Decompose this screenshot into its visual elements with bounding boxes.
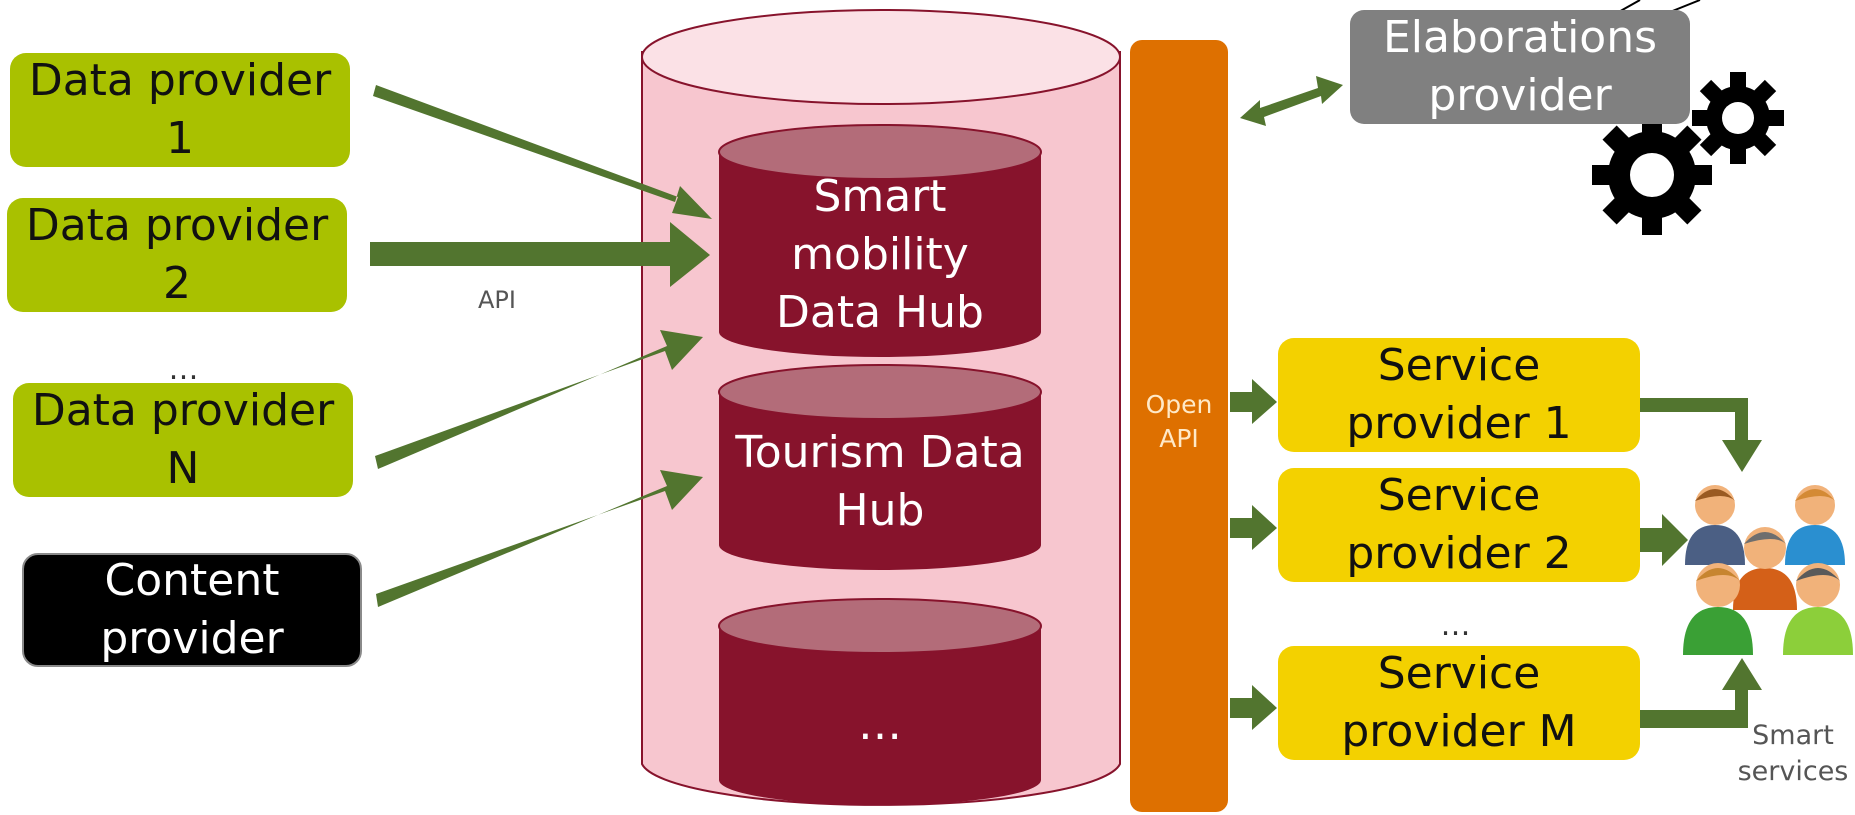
- arrow-content-provider: [376, 470, 703, 607]
- data-provider-1-label: Data provider 1: [28, 55, 332, 164]
- api-label: API: [478, 286, 516, 314]
- people-group-icon: [1683, 485, 1853, 655]
- arrow-provider-2: [370, 222, 710, 287]
- more-hubs-cylinder: [718, 598, 1042, 805]
- tourism-hub-label: Tourism Data Hub: [735, 427, 1025, 536]
- arrow-service-1: [1230, 379, 1277, 424]
- smart-mobility-hub-label: Smart mobility Data Hub: [776, 171, 984, 338]
- service-provider-1-box: Service provider 1: [1278, 338, 1640, 452]
- service-provider-m-label: Service provider M: [1341, 648, 1577, 757]
- service-provider-2-label: Service provider 2: [1346, 470, 1572, 579]
- arrow-provider-1: [373, 85, 712, 219]
- arrow-elaborations-bidirectional: [1240, 76, 1343, 126]
- gears-icon: [1592, 0, 1784, 235]
- service-provider-m-box: Service provider M: [1278, 646, 1640, 760]
- elaborations-provider-box: Elaborations provider: [1350, 10, 1690, 124]
- open-api-bar: [1130, 40, 1228, 812]
- smart-mobility-hub-cylinder: [718, 124, 1042, 357]
- data-provider-2-box: Data provider 2: [7, 198, 347, 312]
- data-provider-n-label: Data provider N: [31, 385, 335, 494]
- service-to-users-arrows: [1640, 398, 1762, 728]
- data-provider-ellipsis: …: [168, 352, 202, 387]
- service-provider-1-label: Service provider 1: [1346, 340, 1572, 449]
- arrow-service-2-to-users: [1640, 514, 1688, 566]
- arrow-service-2: [1230, 505, 1277, 550]
- arrow-service-m-to-users: [1640, 658, 1762, 728]
- tourism-hub-cylinder: [718, 364, 1042, 570]
- content-provider-label: Content provider: [100, 555, 284, 664]
- arrow-service-m: [1230, 685, 1277, 730]
- open-api-label: Open API: [1130, 388, 1228, 456]
- data-provider-1-box: Data provider 1: [10, 53, 350, 167]
- open-api-line-1: Open: [1145, 390, 1213, 419]
- input-arrows: [370, 85, 712, 607]
- service-provider-ellipsis: …: [1440, 608, 1474, 643]
- data-provider-n-box: Data provider N: [13, 383, 353, 497]
- data-provider-2-label: Data provider 2: [25, 200, 329, 309]
- more-hubs-label: …: [858, 699, 902, 750]
- content-provider-box: Content provider: [22, 553, 362, 667]
- smart-services-label: Smart services: [1737, 720, 1849, 787]
- open-api-line-2: API: [1159, 424, 1199, 453]
- output-arrows: [1230, 379, 1277, 730]
- service-provider-2-box: Service provider 2: [1278, 468, 1640, 582]
- elaborations-provider-label: Elaborations provider: [1382, 12, 1658, 121]
- arrow-service-1-to-users: [1640, 398, 1762, 472]
- arrow-provider-n: [375, 330, 703, 469]
